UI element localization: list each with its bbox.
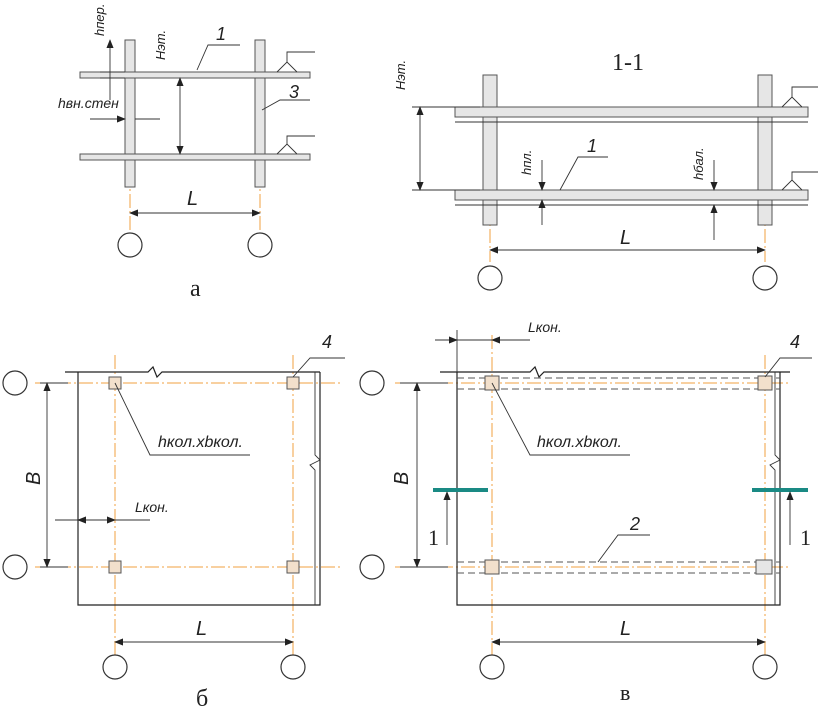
wall: [124, 39, 136, 188]
column: [484, 559, 500, 575]
column: [286, 560, 300, 574]
axis-bubble: [359, 370, 385, 396]
label-h-floor: hпер.: [92, 4, 107, 36]
section-title: 1-1: [612, 50, 644, 76]
panel-section: 1-1 Hэт. hпл. hбал. 1 L: [393, 50, 818, 291]
leader-3: [261, 99, 310, 111]
axis-bubble: [479, 654, 505, 680]
floor-slab: [454, 189, 809, 201]
leader-1: [196, 44, 240, 71]
marker-1: 1: [216, 24, 226, 44]
axis-bubble: [2, 554, 28, 580]
column: [108, 560, 122, 574]
column: [757, 74, 773, 226]
column: [757, 375, 773, 391]
panel-a: hпер. Hэт. hвн.стен 1 3 L а: [58, 4, 315, 302]
wall: [254, 39, 266, 188]
label-span: L: [187, 188, 198, 210]
floor-outline: [77, 372, 321, 606]
leader-column: [114, 382, 250, 456]
floor-slab: [454, 106, 809, 118]
leader-column: [491, 382, 630, 456]
label-span: L: [620, 227, 631, 249]
column: [482, 74, 498, 226]
axis-bubble: [752, 654, 778, 680]
level-marker: [781, 171, 818, 191]
floor-slab: [79, 153, 311, 161]
column: [755, 559, 773, 575]
label-span: L: [620, 618, 631, 640]
axis-bubble: [247, 232, 273, 258]
axis-bubble: [359, 554, 385, 580]
marker-4: 4: [322, 332, 332, 352]
floor-edge: [440, 365, 790, 379]
marker-1: 1: [587, 136, 597, 156]
label-column-size: hкол.xbкол.: [158, 434, 243, 451]
level-marker: [276, 135, 315, 155]
caption-v: в: [620, 680, 630, 705]
floor-edge: [65, 365, 320, 379]
floor-slab: [79, 71, 311, 79]
label-console: Lкон.: [135, 499, 169, 515]
floor-outline: [456, 372, 781, 606]
axis-bubble: [280, 654, 306, 680]
marker-4: 4: [790, 332, 800, 352]
leader-1: [559, 156, 608, 191]
section-label-left: 1: [428, 525, 439, 550]
axis-bubble: [117, 232, 143, 258]
axis-bubble: [102, 654, 128, 680]
level-marker: [276, 51, 315, 73]
label-span: L: [196, 618, 207, 640]
axis-bubble: [477, 265, 503, 291]
label-h-beam: hбал.: [691, 147, 706, 180]
axis-bubble: [752, 265, 778, 291]
section-label-right: 1: [800, 525, 811, 550]
floor-edge: [769, 372, 781, 605]
panel-v: Lкон. 4 hкол.xbкол. B 1 1 2 L в: [359, 319, 812, 705]
panel-b: 4 hкол.xbкол. B Lкон. L б: [2, 332, 345, 712]
axis-bubble: [2, 370, 28, 396]
label-h-storey: Hэт.: [393, 60, 408, 90]
label-bay: B: [23, 472, 45, 485]
leader-2: [597, 534, 650, 563]
label-h-wall: hвн.стен: [58, 95, 119, 111]
floor-edge: [309, 372, 321, 605]
label-column-size: hкол.xbкол.: [537, 434, 622, 451]
leader-4: [292, 357, 345, 378]
label-h-storey: Hэт.: [153, 30, 168, 60]
label-h-slab: hпл.: [519, 150, 534, 175]
column: [286, 376, 300, 390]
marker-3: 3: [289, 82, 299, 102]
caption-b: б: [196, 686, 208, 712]
label-bay: B: [391, 472, 413, 485]
label-console: Lкон.: [528, 319, 562, 335]
marker-2: 2: [629, 514, 640, 534]
caption-a: а: [190, 276, 201, 302]
level-marker: [781, 86, 818, 108]
leader-4: [764, 357, 812, 378]
